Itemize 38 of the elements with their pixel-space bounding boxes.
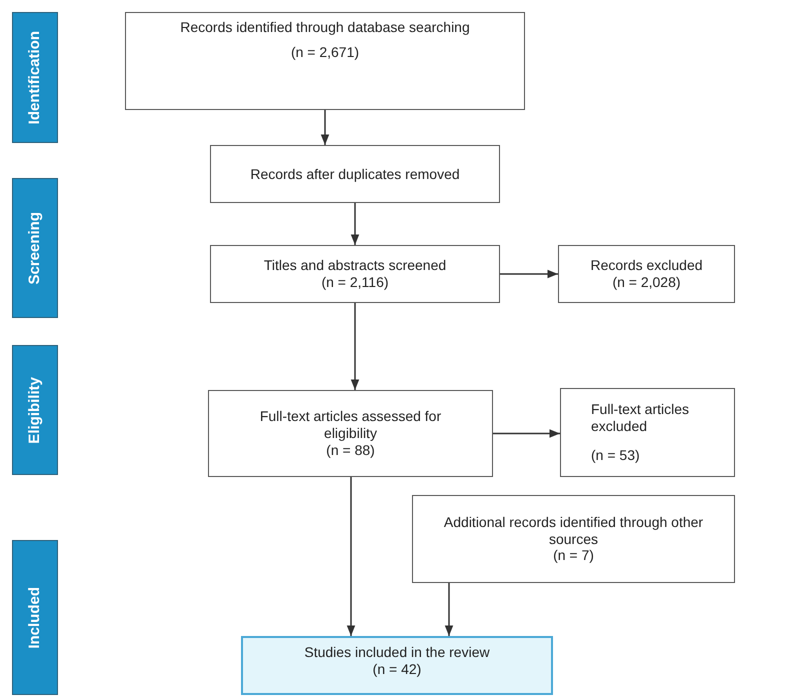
process-box — [125, 12, 525, 110]
box-text: Studies included in the review — [304, 644, 490, 661]
count-text: (n = 53) — [591, 446, 640, 464]
count-text: (n = 2,028) — [612, 274, 681, 291]
stage-label-bar — [12, 345, 58, 475]
process-box — [210, 145, 500, 203]
box-text: Records identified through database searching — [180, 19, 470, 36]
box-text: Records excluded — [590, 257, 703, 274]
arrow — [346, 477, 356, 636]
arrow — [444, 583, 454, 636]
stage-label: Eligibility — [26, 376, 44, 444]
box-text: Full-text articles excluded — [591, 401, 690, 435]
count-text: (n = 2,116) — [321, 274, 389, 291]
process-box — [558, 245, 735, 303]
stage-label-bar — [12, 12, 58, 143]
arrow — [493, 429, 560, 438]
count-text: (n = 7) — [553, 547, 594, 564]
box-text: Additional records identified through other sources — [443, 514, 704, 548]
result-box — [241, 636, 553, 695]
stage-label-bar — [12, 178, 58, 318]
count-text: (n = 2,671) — [290, 44, 360, 61]
arrow — [320, 110, 330, 145]
box-text: Titles and abstracts screened — [264, 257, 446, 274]
stage-label: Screening — [26, 212, 44, 284]
process-box — [560, 388, 735, 477]
process-box — [208, 390, 493, 477]
process-box — [412, 495, 735, 583]
stage-label: Identification — [26, 30, 44, 124]
count-text: (n = 42) — [372, 660, 422, 678]
stage-label-bar — [12, 540, 58, 695]
box-text: Full-text articles assessed for eligibility — [258, 408, 442, 442]
arrow — [500, 270, 558, 278]
arrow — [350, 303, 360, 390]
process-box — [210, 245, 500, 303]
stage-label: Included — [26, 586, 44, 648]
arrow — [350, 203, 360, 245]
count-text: (n = 88) — [326, 442, 375, 459]
box-text: Records after duplicates removed — [250, 166, 460, 182]
